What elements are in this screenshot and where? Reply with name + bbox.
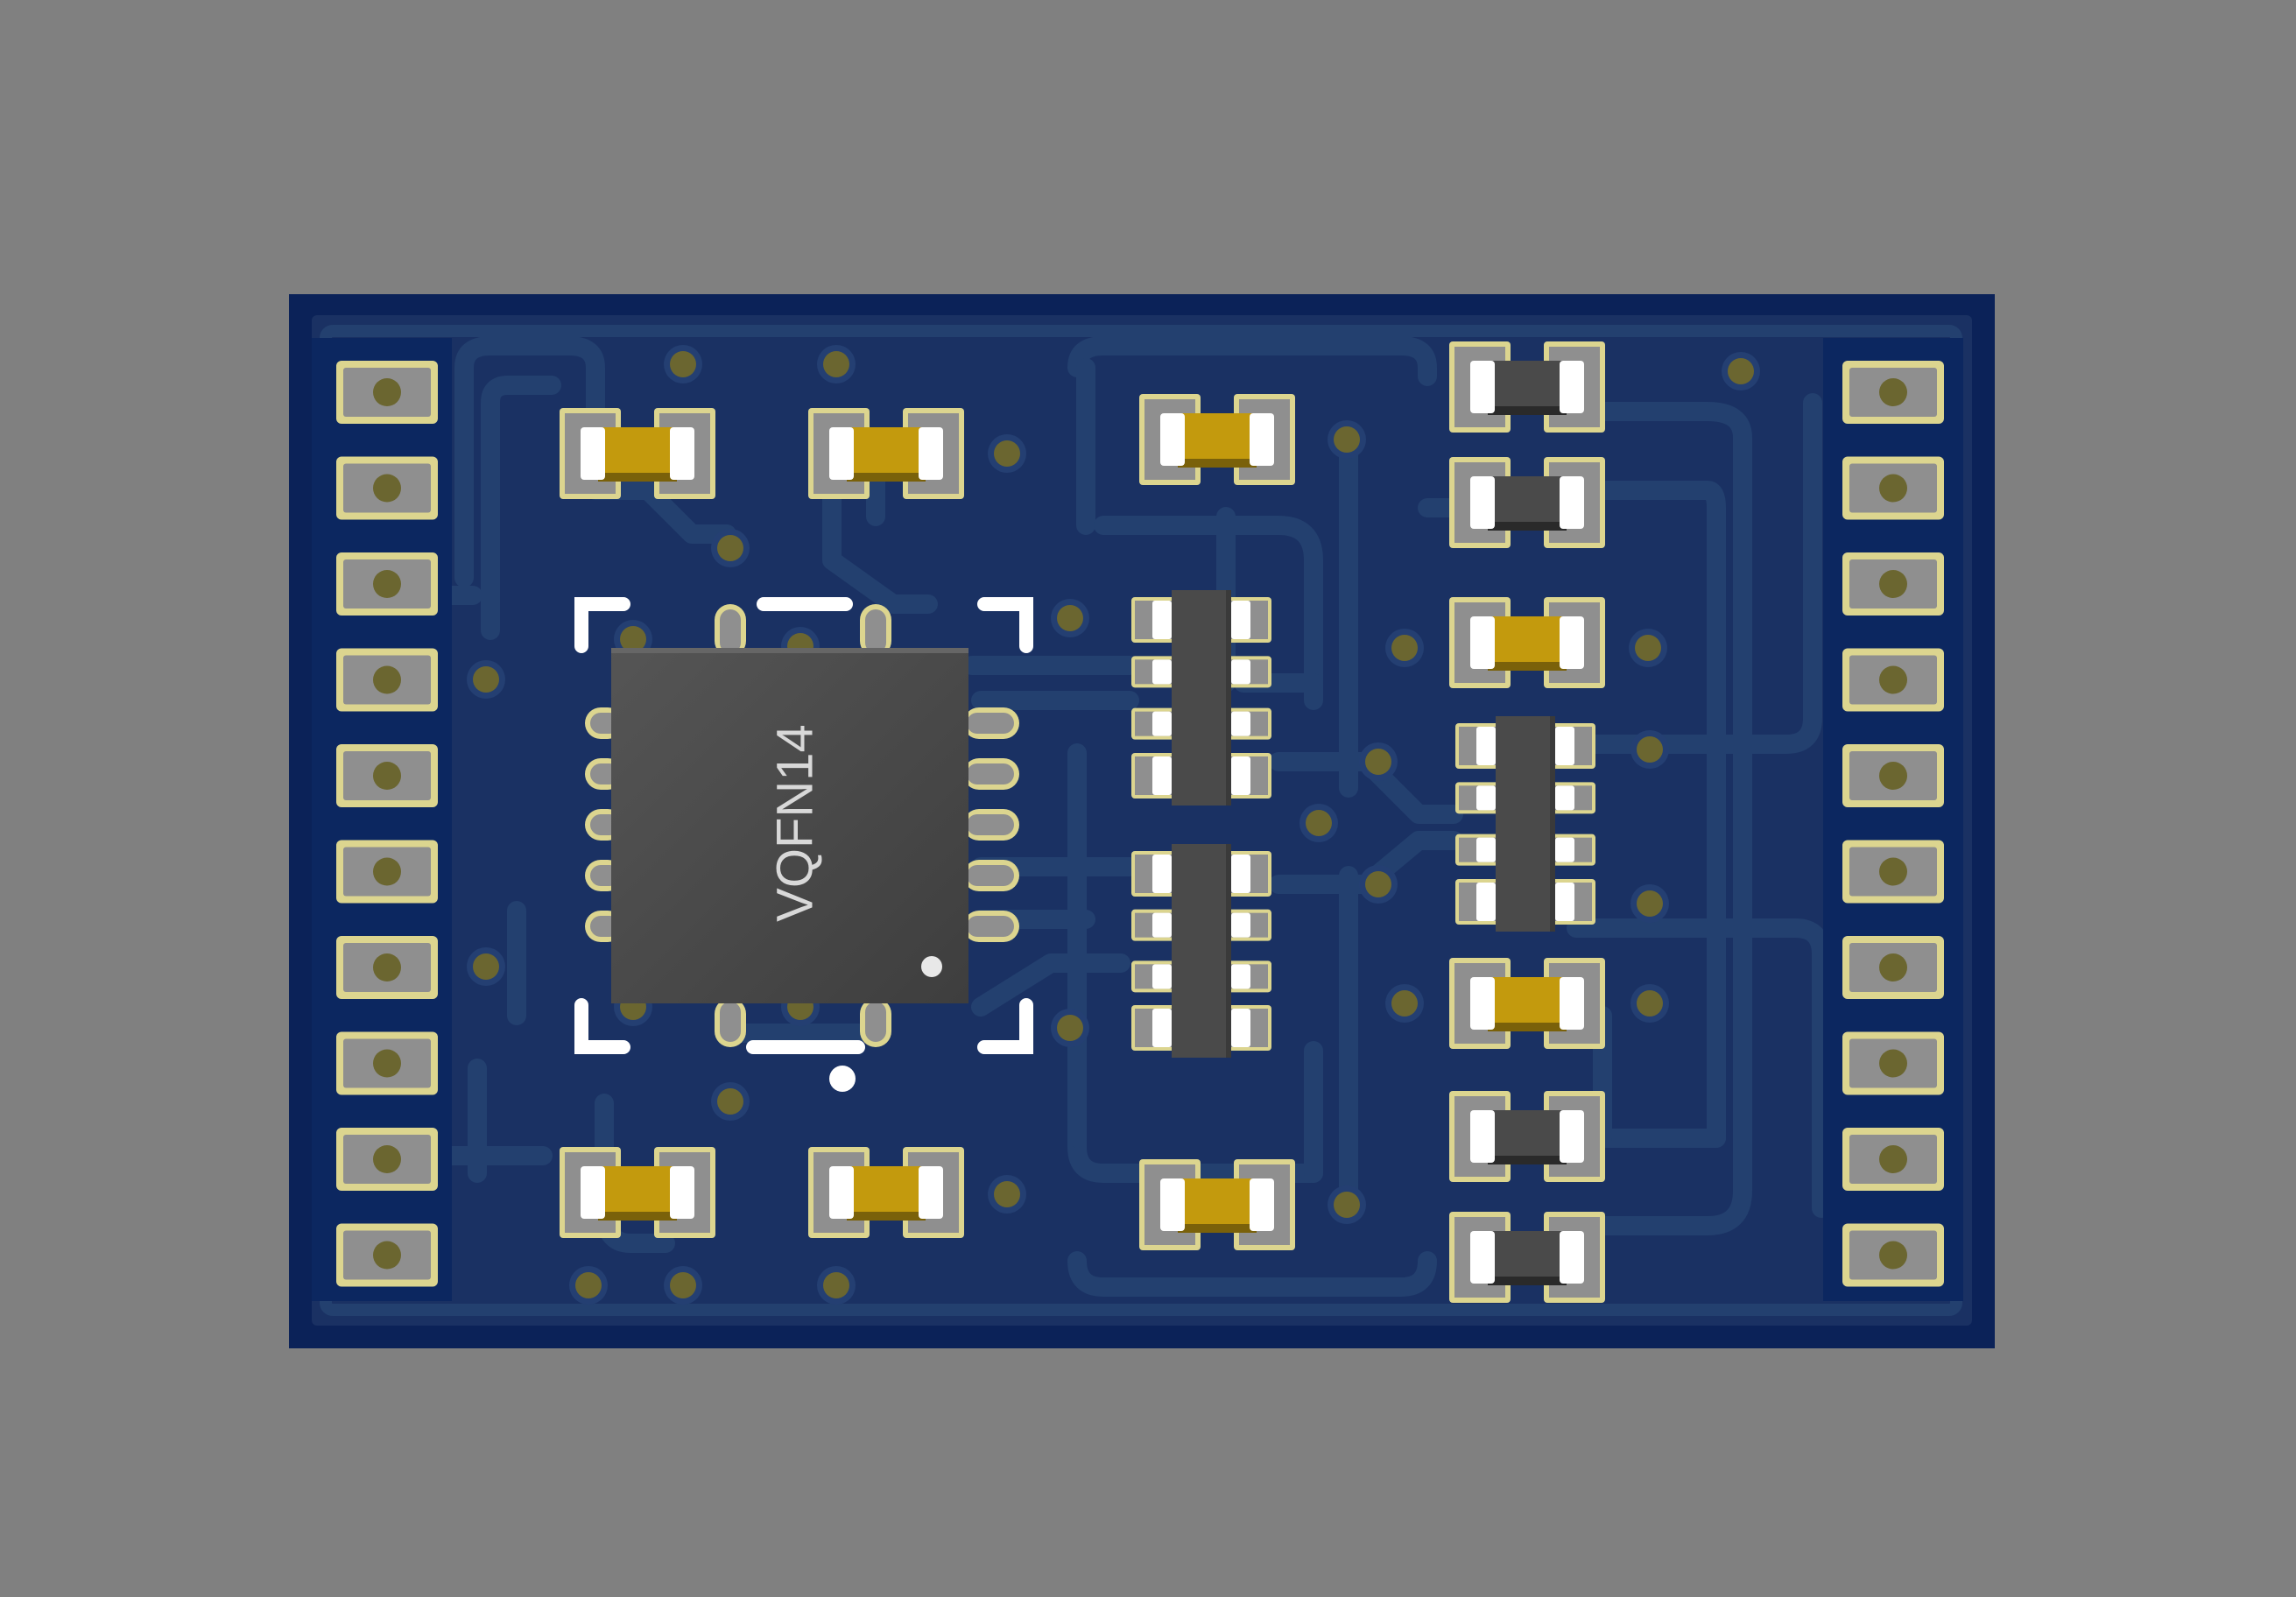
resistor [1449,1212,1605,1303]
pin1-marker-dot [829,1066,856,1092]
via [1722,352,1760,390]
via [817,345,856,383]
via [1630,884,1669,923]
via [1051,1009,1089,1047]
via [988,434,1026,473]
capacitor [808,408,964,499]
header-right-pin [1842,648,1944,712]
via [664,345,702,383]
vqfn14-ic: VQFN14 [611,648,968,1003]
via [1630,984,1669,1023]
via [1051,599,1089,637]
via [569,1266,608,1305]
header-left-pin [336,361,438,424]
header-left-pin [336,456,438,520]
via [1299,804,1338,842]
pcb-board-inner-plane [312,315,1972,1326]
header-right-pin [1842,744,1944,807]
via [817,1266,856,1305]
vias [467,345,1760,1305]
via [988,1175,1026,1214]
header-right-pin [1842,456,1944,520]
via [1359,742,1398,781]
header-right-pin [1842,552,1944,616]
ic-silkscreen-outline [574,597,1033,1054]
via [711,529,750,567]
header-left-pin [336,1223,438,1287]
header-left-pin [336,1128,438,1191]
resistor [1449,1091,1605,1182]
header-right-pin [1842,361,1944,424]
resistor-networks [1131,590,1595,1058]
ic-package-label: VQFN14 [766,724,823,922]
via [1629,629,1667,667]
via [1385,629,1424,667]
resistor-network [1131,844,1271,1058]
header-right-pin [1842,1031,1944,1095]
via [467,947,505,986]
ic-pin1-dot [921,956,942,977]
header-right-pin [1842,936,1944,999]
capacitor [560,408,715,499]
capacitor [1449,958,1605,1049]
resistor-network [1455,716,1595,932]
header-left-pin [336,840,438,904]
resistor-network [1131,590,1271,806]
via [1630,730,1669,769]
capacitor [1139,394,1295,485]
via [467,660,505,699]
capacitor [1139,1159,1295,1250]
capacitor [808,1147,964,1238]
header-left-pin [336,936,438,999]
header-left-pin [336,552,438,616]
header-right-pin [1842,840,1944,904]
header-left-pin [336,648,438,712]
capacitor [560,1147,715,1238]
resistor [1449,341,1605,433]
resistor [1449,457,1605,548]
header-right-pins [1842,361,1944,1287]
header-left-pin [336,744,438,807]
passive-components [560,341,1605,1303]
via [1328,1185,1366,1224]
header-left-pins [336,361,438,1287]
header-left-pin [336,1031,438,1095]
via [1385,984,1424,1023]
via [1359,865,1398,904]
header-right-pin [1842,1128,1944,1191]
header-right-pin [1842,1223,1944,1287]
via [711,1082,750,1121]
via [1328,420,1366,459]
via [664,1266,702,1305]
capacitor [1449,597,1605,688]
